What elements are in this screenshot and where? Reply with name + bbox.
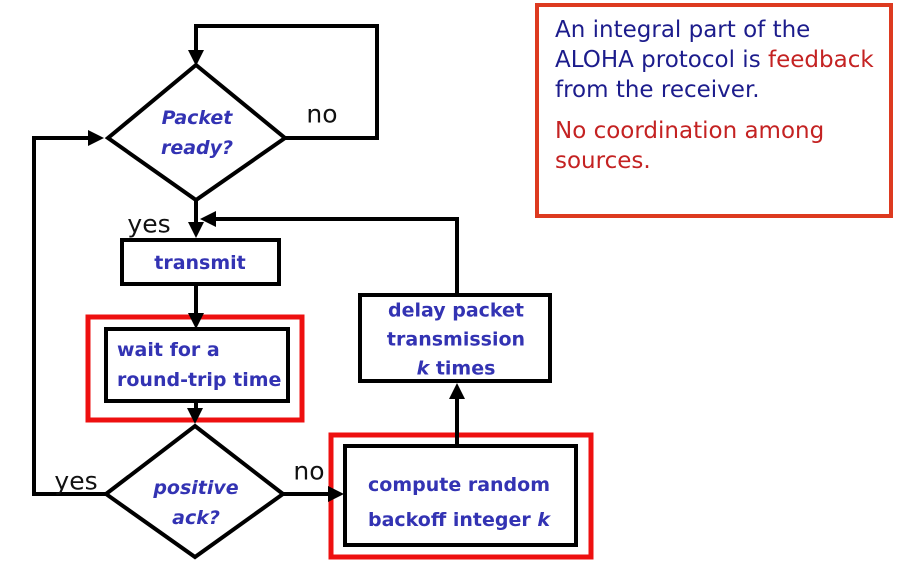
transmit-label: transmit [154, 252, 246, 274]
arrowhead-into-compute [328, 486, 344, 502]
delay-box [358, 293, 552, 383]
arrowhead-into-delay [449, 383, 465, 399]
note-paragraph-coordination: No coordination among sources. [555, 118, 825, 174]
arrowhead-into-packet-ready-left [88, 130, 104, 146]
delay-line2: transmission [386, 328, 526, 351]
arrowhead-into-transmit [188, 222, 204, 238]
transmit-box [120, 238, 281, 286]
positive-ack-line1: positive [153, 477, 239, 499]
note-paragraph-feedback: An integral part of the ALOHA protocol i… [555, 17, 874, 103]
wait-box [104, 327, 290, 403]
positive-ack-diamond [102, 423, 287, 560]
edge-label-no-top: no [306, 99, 338, 129]
connector-no-loop [194, 24, 379, 140]
compute-line2: backoff integer k [368, 509, 550, 531]
packet-ready-line2: ready? [160, 137, 234, 159]
arrowhead-into-packet-ready-top [188, 50, 204, 66]
compute-label: compute random backoff integer k [368, 468, 550, 538]
delay-k-variable: k [416, 357, 430, 380]
arrowhead-into-wait [188, 313, 204, 329]
note-box: An integral part of the ALOHA protocol i… [535, 3, 893, 218]
edge-label-yes-bottom: yes [54, 466, 98, 496]
wait-line1: wait for a [117, 339, 220, 361]
compute-box [343, 444, 578, 547]
wait-label: wait for a round-trip time [117, 335, 281, 395]
edge-label-yes-top: yes [127, 209, 171, 239]
compute-line1: compute random [368, 474, 550, 496]
note-highlight-feedback: feedback [768, 47, 874, 73]
delay-line1: delay packet [387, 299, 525, 322]
packet-ready-diamond [104, 62, 289, 203]
arrowhead-feedback-left [200, 211, 216, 227]
connector-yes-return [32, 136, 106, 496]
wait-line2: round-trip time [117, 369, 282, 391]
packet-ready-line1: Packet [161, 107, 233, 129]
positive-ack-label: positive ack? [153, 473, 238, 533]
edge-label-no-bottom: no [293, 456, 325, 486]
positive-ack-line2: ack? [172, 507, 220, 529]
delay-label: delay packet transmission k times [387, 297, 525, 384]
compute-k-variable: k [537, 509, 550, 531]
connector-delay-to-transmit [214, 217, 459, 295]
arrowhead-into-positive-ack [187, 408, 203, 424]
packet-ready-label: Packet ready? [161, 103, 233, 163]
delay-line3: k times [416, 357, 496, 380]
